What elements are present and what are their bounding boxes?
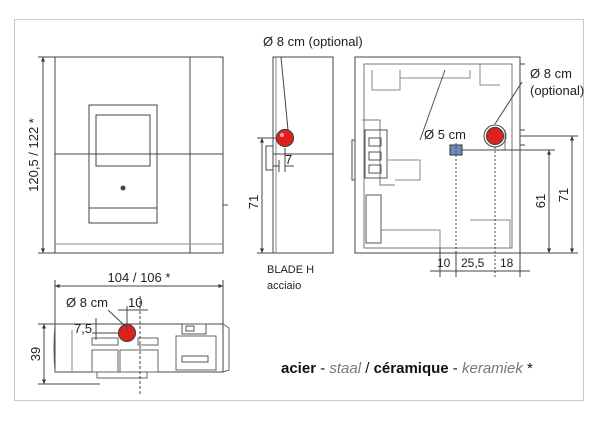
depth-dimension: [38, 323, 100, 385]
top-10-dimension: [118, 306, 148, 330]
rear-air-inlet-label: Ø 5 cm: [424, 127, 466, 142]
side-body-outline: [272, 56, 334, 254]
side-71-label: 71: [246, 195, 261, 209]
side-flue-outlet: [275, 128, 295, 148]
rear-flue-outlet: [485, 126, 505, 146]
depth-dimension-label: 39: [28, 347, 43, 361]
model-material: acciaio: [267, 280, 301, 292]
front-view: [54, 56, 228, 254]
front-door: [88, 104, 158, 224]
width-dimension-label: 104 / 106 *: [108, 270, 171, 285]
width-dimension: [54, 280, 224, 326]
side-view: [265, 56, 334, 254]
rear-outlet-label-1: Ø 8 cm: [530, 66, 572, 81]
rear-bottom-dimensions: [430, 147, 530, 277]
side-handle: [265, 145, 274, 171]
door-handle-dot: [120, 185, 126, 191]
front-glass: [95, 114, 151, 167]
top-10-label: 10: [128, 295, 142, 310]
rear-view: [351, 56, 525, 254]
side-7-label: 7: [285, 152, 292, 167]
legend-ceramic-nl: keramiek: [461, 360, 523, 377]
height-dimension-label: 120,5 / 122 *: [26, 118, 41, 192]
rear-71-label: 71: [556, 188, 571, 202]
side-7-dimension: [273, 148, 294, 172]
legend-steel-fr: acier: [281, 360, 317, 377]
rear-air-inlet: [449, 144, 463, 156]
side-outlet-label: Ø 8 cm (optional): [263, 34, 363, 49]
legend-steel-nl: staal: [329, 360, 362, 377]
rear-18-label: 18: [500, 256, 514, 270]
top-view: [53, 323, 230, 379]
side-71-dimension: [257, 137, 277, 254]
front-body-outline: [54, 56, 224, 254]
top-7-5-dimension: [92, 318, 120, 340]
legend-ceramic-fr: céramique: [373, 360, 449, 377]
rear-61-label: 61: [533, 194, 548, 208]
rear-outlet-label-2: (optional): [530, 83, 584, 98]
rear-10-label: 10: [437, 256, 451, 270]
top-7-5-label: 7,5: [74, 321, 92, 336]
rear-61-dimension: [462, 149, 555, 253]
drawing-frame: [14, 19, 584, 401]
top-outlet-label: Ø 8 cm: [66, 295, 108, 310]
material-legend: acier - staal / céramique - keramiek *: [281, 360, 533, 377]
model-name: BLADE H: [267, 264, 314, 276]
side-outlet-leader: [280, 56, 289, 131]
rear-25-5-label: 25,5: [461, 256, 485, 270]
height-dimension: [38, 56, 55, 254]
